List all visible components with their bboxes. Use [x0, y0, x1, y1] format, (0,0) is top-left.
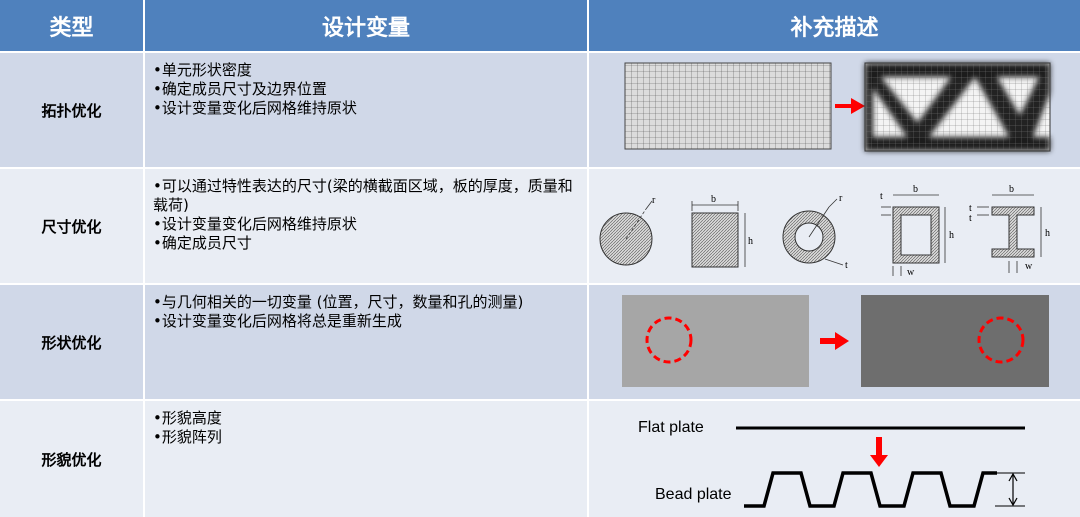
- plate-before: [622, 295, 809, 387]
- svg-text:b: b: [1009, 184, 1014, 195]
- solid-rect-section: b h: [691, 194, 753, 268]
- hole-before-icon: [645, 316, 693, 364]
- arrow-icon: [820, 332, 849, 350]
- svg-text:h: h: [949, 230, 954, 241]
- variable-item: •与几何相关的一切变量 (位置，尺寸，数量和孔的测量): [153, 293, 524, 311]
- table-row-size: 尺寸优化 •可以通过特性表达的尺寸(梁的横截面区域，板的厚度，质量和载荷) •设…: [0, 169, 1080, 283]
- svg-text:w: w: [907, 267, 915, 278]
- bead-plate-line: [744, 471, 997, 508]
- hole-after-icon: [977, 316, 1025, 364]
- variable-item: •设计变量变化后网格维持原状: [153, 99, 357, 117]
- variable-item: •设计变量变化后网格维持原状: [153, 215, 357, 233]
- topology-illustration: [589, 53, 1080, 167]
- variable-item: •设计变量变化后网格将总是重新生成: [153, 312, 402, 330]
- svg-text:b: b: [711, 194, 716, 205]
- initial-mesh: [624, 62, 832, 150]
- row-variables: •单元形状密度 •确定成员尺寸及边界位置 •设计变量变化后网格维持原状: [145, 53, 587, 167]
- header-design-variables: 设计变量: [145, 0, 587, 51]
- flat-plate-label: Flat plate: [638, 419, 704, 436]
- cross-section-illustration: r b h r: [589, 169, 1080, 283]
- svg-text:t: t: [880, 191, 883, 202]
- row-variables: •与几何相关的一切变量 (位置，尺寸，数量和孔的测量) •设计变量变化后网格将总…: [145, 285, 587, 399]
- box-section: b t h w: [880, 184, 954, 278]
- variable-item: •可以通过特性表达的尺寸(梁的横截面区域，板的厚度，质量和载荷): [153, 177, 573, 214]
- hollow-circle-section: r t: [782, 193, 848, 271]
- row-variables: •形貌高度 •形貌阵列: [145, 401, 587, 517]
- i-beam-section: b t t h w: [969, 184, 1050, 273]
- variable-item: •确定成员尺寸及边界位置: [153, 80, 327, 98]
- radius-label: r: [652, 195, 656, 206]
- svg-text:b: b: [913, 184, 918, 195]
- svg-text:t: t: [969, 213, 972, 224]
- shape-illustration: [589, 285, 1080, 399]
- arrow-down-icon: [870, 437, 888, 467]
- header-type: 类型: [0, 0, 143, 51]
- variable-item: •确定成员尺寸: [153, 234, 252, 252]
- topography-illustration: Flat plate Bead plate: [589, 401, 1080, 517]
- table-row-topography: 形貌优化 •形貌高度 •形貌阵列 Flat plate Bead plate: [0, 401, 1080, 517]
- svg-text:r: r: [839, 193, 843, 204]
- row-type-label: 形貌优化: [0, 401, 143, 517]
- svg-text:t: t: [845, 260, 848, 271]
- optimized-truss: [864, 62, 1051, 152]
- bead-plate-label: Bead plate: [655, 486, 732, 503]
- arrow-icon: [835, 98, 865, 114]
- svg-text:h: h: [748, 236, 753, 247]
- row-type-label: 拓扑优化: [0, 53, 143, 167]
- svg-text:h: h: [1045, 228, 1050, 239]
- table-row-shape: 形状优化 •与几何相关的一切变量 (位置，尺寸，数量和孔的测量) •设计变量变化…: [0, 285, 1080, 399]
- header-description: 补充描述: [589, 0, 1080, 51]
- solid-circle-section: r: [599, 195, 656, 266]
- row-type-label: 形状优化: [0, 285, 143, 399]
- row-variables: •可以通过特性表达的尺寸(梁的横截面区域，板的厚度，质量和载荷) •设计变量变化…: [145, 169, 587, 283]
- variable-item: •形貌阵列: [153, 428, 222, 446]
- svg-text:w: w: [1025, 261, 1033, 272]
- variable-item: •单元形状密度: [153, 61, 252, 79]
- table-row-topology: 拓扑优化 •单元形状密度 •确定成员尺寸及边界位置 •设计变量变化后网格维持原状: [0, 53, 1080, 167]
- svg-text:t: t: [969, 203, 972, 214]
- variable-item: •形貌高度: [153, 409, 222, 427]
- plate-after: [861, 295, 1049, 387]
- row-type-label: 尺寸优化: [0, 169, 143, 283]
